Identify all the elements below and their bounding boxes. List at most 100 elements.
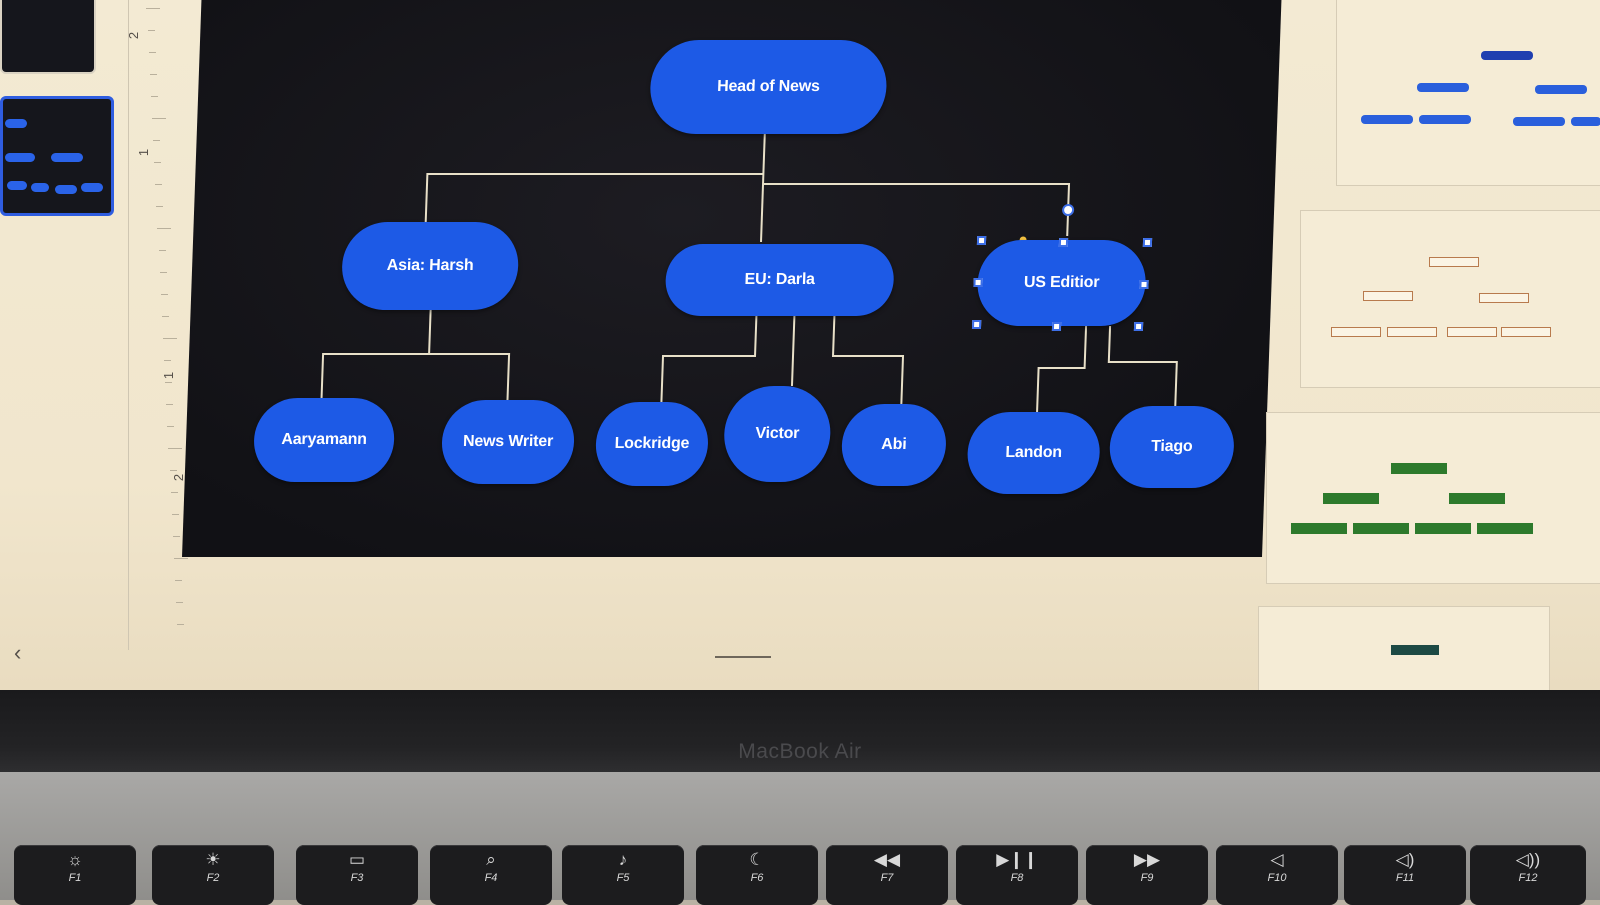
key-label: F9	[1140, 872, 1154, 884]
connector-root-asia	[424, 173, 764, 226]
moon-icon: ☾	[749, 850, 765, 869]
selection-handle[interactable]	[1051, 322, 1062, 331]
ruler-tick	[172, 536, 180, 537]
template-node	[1479, 293, 1529, 303]
thumbnail-node	[31, 183, 49, 192]
template-node	[1291, 523, 1347, 534]
template-card-outline[interactable]	[1300, 210, 1600, 388]
ruler-tick	[157, 228, 172, 229]
key-f4[interactable]: ⌕F4	[430, 845, 552, 905]
ruler-tick	[170, 492, 178, 493]
template-node	[1535, 85, 1587, 94]
ruler-label: 2	[126, 31, 142, 40]
template-node	[1477, 523, 1533, 534]
ruler-tick	[165, 382, 173, 383]
selection-handle[interactable]	[1139, 280, 1149, 289]
slide-canvas[interactable]: Head of News Asia: Harsh EU: Darla US Ed…	[182, 0, 1282, 557]
org-node-report[interactable]: Landon	[966, 412, 1102, 494]
slide-scroll-indicator[interactable]	[715, 656, 771, 658]
key-f10[interactable]: ◁F10	[1216, 845, 1338, 905]
node-label: Lockridge	[614, 435, 690, 452]
rewind-icon: ◀◀	[873, 850, 901, 869]
org-node-report[interactable]: Aaryamann	[252, 398, 396, 482]
key-f6[interactable]: ☾ F6	[696, 845, 818, 905]
key-f11[interactable]: ◁)F11	[1344, 845, 1466, 905]
ruler-tick	[161, 316, 169, 317]
selection-handle[interactable]	[973, 278, 983, 287]
template-card-green[interactable]	[1266, 412, 1600, 584]
selection-handle[interactable]	[1133, 322, 1144, 331]
thumbnail-node	[55, 185, 77, 194]
key-label: F11	[1395, 872, 1415, 884]
ruler-tick	[167, 426, 175, 427]
connector-root-us	[762, 183, 1071, 236]
ruler-tick	[171, 514, 179, 515]
template-card-blue[interactable]	[1336, 0, 1600, 186]
ruler-tick	[176, 602, 184, 603]
ruler-tick	[162, 338, 177, 339]
mission-control-icon: ▭	[348, 850, 366, 869]
selection-handle[interactable]	[976, 236, 987, 245]
org-node-report[interactable]: News Writer	[440, 400, 576, 484]
key-f1[interactable]: ☼F1	[14, 845, 136, 905]
key-label: F6	[750, 872, 764, 884]
ruler-tick	[150, 96, 158, 97]
key-label: F10	[1267, 872, 1287, 884]
org-node-manager[interactable]: EU: Darla	[664, 244, 895, 316]
key-f5[interactable]: ♪F5	[562, 845, 684, 905]
template-node	[1571, 117, 1600, 126]
template-node	[1415, 523, 1471, 534]
org-node-manager[interactable]: Asia: Harsh	[340, 222, 520, 310]
collapse-panel-button[interactable]: ‹	[14, 640, 22, 665]
key-label: F2	[206, 872, 220, 884]
key-f12[interactable]: ◁))F12	[1470, 845, 1586, 905]
template-node	[1387, 327, 1437, 337]
org-node-report[interactable]: Lockridge	[594, 402, 710, 486]
key-f3[interactable]: ▭ F3	[296, 845, 418, 905]
ruler-tick	[158, 250, 166, 251]
ruler-tick	[148, 52, 156, 53]
ruler-tick	[173, 558, 188, 559]
connector-us-reports	[1036, 326, 1178, 412]
template-node	[1353, 523, 1409, 534]
selection-handle[interactable]	[1142, 238, 1153, 247]
ruler-tick	[151, 118, 166, 119]
org-node-report[interactable]: Abi	[840, 404, 948, 486]
connector-eu-reports	[660, 314, 905, 404]
template-card[interactable]	[1258, 606, 1550, 690]
org-node-manager-selected[interactable]: US Editior	[976, 240, 1148, 326]
ruler-tick	[146, 8, 161, 9]
thumbnail-node	[7, 181, 27, 190]
microphone-icon: ♪	[618, 850, 628, 869]
selection-handle[interactable]	[1058, 238, 1069, 247]
template-node	[1331, 327, 1381, 337]
ruler-tick	[153, 140, 160, 141]
laptop-brand-label: MacBook Air	[738, 740, 862, 763]
ruler-tick	[169, 470, 177, 471]
key-f2[interactable]: ☀F2	[152, 845, 274, 905]
key-f9[interactable]: ▶▶ F9	[1086, 845, 1208, 905]
slide-thumbnail[interactable]	[0, 0, 96, 74]
key-f7[interactable]: ◀◀F7	[826, 845, 948, 905]
key-label: F12	[1518, 872, 1538, 884]
org-node-root[interactable]: Head of News	[648, 40, 889, 134]
template-node	[1449, 493, 1505, 504]
template-node	[1391, 645, 1439, 655]
template-node	[1419, 115, 1471, 124]
template-node	[1391, 463, 1447, 474]
screen: 2 1 1 2 Head of News Asia: Harsh EU: Dar…	[0, 0, 1600, 690]
template-node	[1481, 51, 1533, 60]
template-node	[1417, 83, 1469, 92]
template-node	[1361, 115, 1413, 124]
node-label: Abi	[881, 436, 907, 453]
fast-forward-icon: ▶▶	[1133, 850, 1161, 869]
thumbnail-node	[81, 183, 103, 192]
connector-lines	[320, 132, 1178, 412]
node-label: Aaryamann	[281, 431, 368, 448]
ruler-tick	[177, 624, 185, 625]
org-node-report[interactable]: Tiago	[1108, 406, 1236, 488]
selection-handle[interactable]	[971, 320, 982, 329]
key-f8[interactable]: ▶❙❙F8	[956, 845, 1078, 905]
key-label: F3	[350, 872, 364, 884]
slide-thumbnail-selected[interactable]	[0, 96, 114, 216]
